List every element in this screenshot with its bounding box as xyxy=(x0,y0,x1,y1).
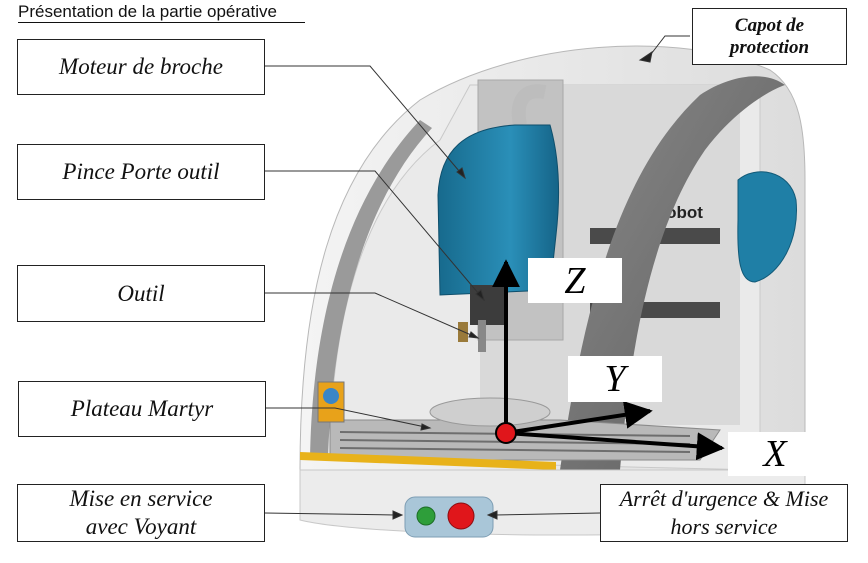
page-title: Présentation de la partie opérative xyxy=(18,2,305,23)
sacrificial-plate xyxy=(429,397,551,427)
label-mise-service: Mise en service avec Voyant xyxy=(17,484,265,542)
leader-mise xyxy=(264,512,396,516)
label-pince: Pince Porte outil xyxy=(17,144,265,200)
cover-frame-left xyxy=(310,120,432,460)
leader-outil xyxy=(265,292,479,339)
label-outil: Outil xyxy=(17,265,265,322)
origin-point xyxy=(495,422,517,444)
emergency-stop-button xyxy=(447,502,475,530)
axis-label-y: Y xyxy=(568,356,662,402)
leader-capot xyxy=(647,35,690,59)
cover-handle xyxy=(737,171,798,283)
spindle-motor xyxy=(437,124,559,296)
label-plateau: Plateau Martyr xyxy=(18,381,266,437)
label-capot: Capot de protection xyxy=(692,8,847,65)
tool xyxy=(478,320,486,352)
tool-holder xyxy=(458,322,468,342)
label-moteur: Moteur de broche xyxy=(17,39,265,95)
start-button xyxy=(416,506,436,526)
leader-plateau xyxy=(265,407,431,429)
leader-pince xyxy=(265,170,485,301)
y-axis-arrow xyxy=(505,400,653,435)
axis-label-x: X xyxy=(728,432,822,476)
leader-arret xyxy=(494,512,601,516)
axis-label-z: Z xyxy=(528,258,622,303)
leader-moteur xyxy=(265,65,466,179)
x-axis-arrow xyxy=(505,431,725,461)
bellows-hose xyxy=(511,84,547,127)
yellow-rail xyxy=(300,452,556,470)
label-arret-urgence: Arrêt d'urgence & Mise hors service xyxy=(600,484,848,542)
spindle-nose xyxy=(470,285,508,325)
